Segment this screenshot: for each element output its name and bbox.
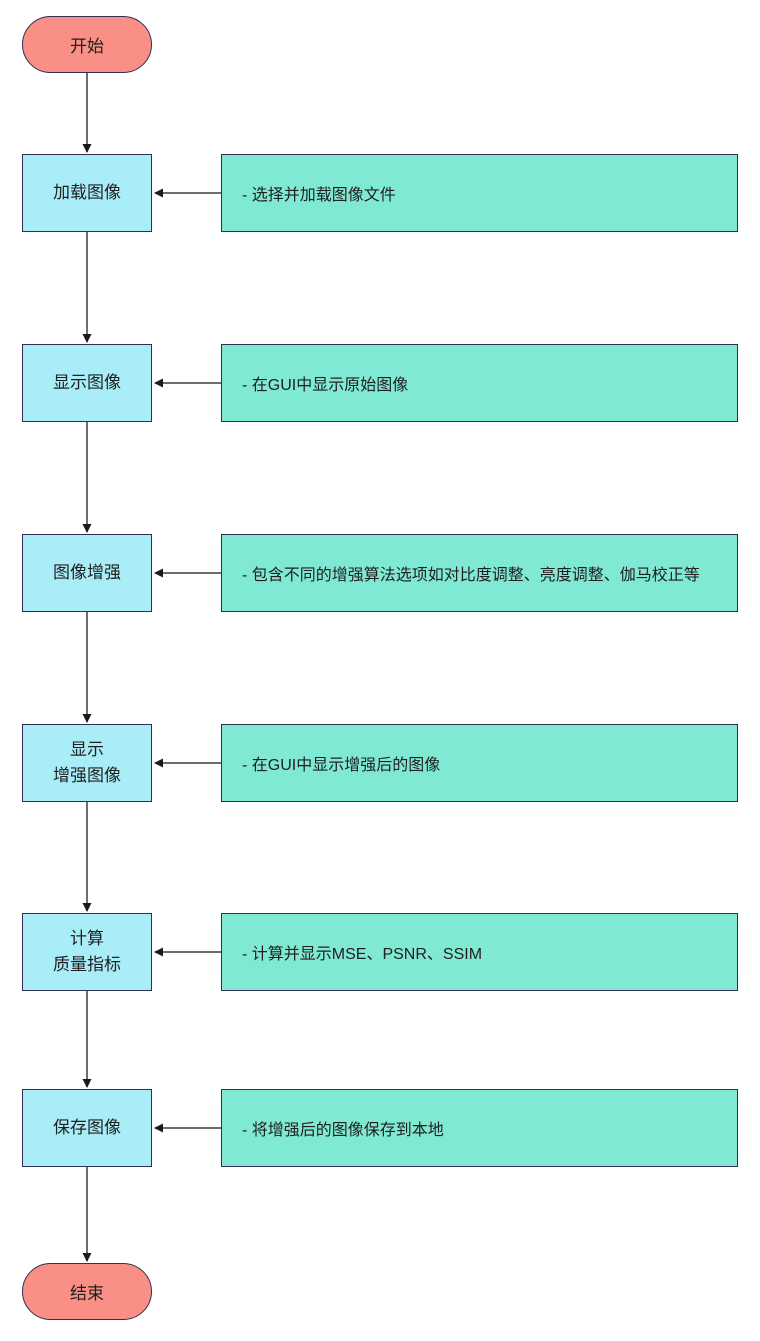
process-label: 计算 质量指标 <box>53 928 121 974</box>
note-label: - 在GUI中显示增强后的图像 <box>242 757 441 774</box>
process-box-display-image: 显示图像 <box>22 344 152 422</box>
terminal-start-label: 开始 <box>70 37 104 56</box>
note-box-save-image: - 将增强后的图像保存到本地 <box>221 1089 738 1167</box>
note-label: - 在GUI中显示原始图像 <box>242 377 409 394</box>
process-box-compute-metrics: 计算 质量指标 <box>22 913 152 991</box>
note-label: - 将增强后的图像保存到本地 <box>242 1122 444 1139</box>
terminal-end-label: 结束 <box>70 1284 104 1303</box>
terminal-end: 结束 <box>22 1263 152 1320</box>
note-box-image-enhance: - 包含不同的增强算法选项如对比度调整、亮度调整、伽马校正等 <box>221 534 738 612</box>
process-label: 显示 增强图像 <box>53 739 121 785</box>
process-label: 图像增强 <box>53 562 121 582</box>
process-box-save-image: 保存图像 <box>22 1089 152 1167</box>
terminal-start: 开始 <box>22 16 152 73</box>
note-label: - 选择并加载图像文件 <box>242 187 396 204</box>
process-label: 保存图像 <box>53 1117 121 1137</box>
process-box-image-enhance: 图像增强 <box>22 534 152 612</box>
process-box-load-image: 加载图像 <box>22 154 152 232</box>
note-box-display-image: - 在GUI中显示原始图像 <box>221 344 738 422</box>
note-label: - 计算并显示MSE、PSNR、SSIM <box>242 946 483 963</box>
note-box-display-enhanced: - 在GUI中显示增强后的图像 <box>221 724 738 802</box>
process-label: 显示图像 <box>53 372 121 392</box>
process-label: 加载图像 <box>53 182 121 202</box>
process-box-display-enhanced: 显示 增强图像 <box>22 724 152 802</box>
note-box-compute-metrics: - 计算并显示MSE、PSNR、SSIM <box>221 913 738 991</box>
note-box-load-image: - 选择并加载图像文件 <box>221 154 738 232</box>
note-label: - 包含不同的增强算法选项如对比度调整、亮度调整、伽马校正等 <box>242 567 700 584</box>
